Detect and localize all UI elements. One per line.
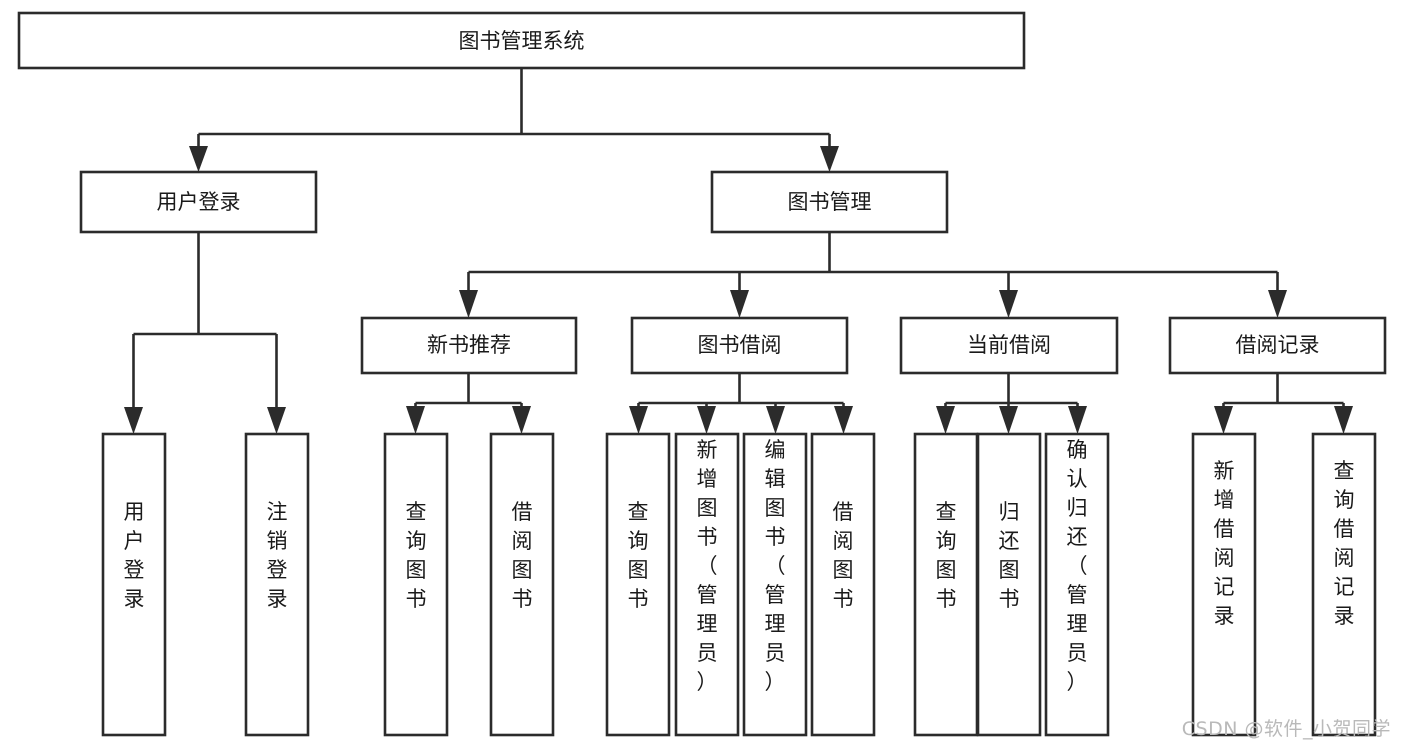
node-book-manage[interactable]: 图书管理	[710, 170, 949, 234]
node-leaf-add-record[interactable]: 新增借阅记录	[1191, 432, 1257, 737]
node-leaf-user-login[interactable]: 用户登录	[101, 432, 167, 737]
node-current-borrow[interactable]: 当前借阅	[899, 316, 1119, 375]
node-current-borrow-label: 当前借阅	[967, 333, 1051, 357]
node-leaf-return-book-label: 归还图书	[999, 500, 1020, 611]
arrow-head-leaf-query-book-2	[629, 406, 648, 434]
node-book-borrow[interactable]: 图书借阅	[630, 316, 849, 375]
arrow-head-book-manage	[820, 146, 839, 172]
node-leaf-query-book-1-label: 查询图书	[406, 500, 427, 611]
node-new-book-recommend[interactable]: 新书推荐	[360, 316, 578, 375]
arrow-head-leaf-add-book	[697, 406, 716, 434]
node-leaf-add-book[interactable]: 新增图书（管理员）	[674, 432, 740, 737]
node-user-login-box[interactable]	[79, 170, 318, 234]
node-leaf-user-login-box[interactable]	[101, 432, 167, 737]
arrow-head-leaf-user-logout	[267, 407, 286, 434]
node-leaf-user-login-label: 用户登录	[124, 500, 145, 611]
node-leaf-query-record[interactable]: 查询借阅记录	[1311, 432, 1377, 737]
node-borrow-record[interactable]: 借阅记录	[1168, 316, 1387, 375]
node-leaf-query-book-1[interactable]: 查询图书	[383, 432, 449, 737]
arrow-head-leaf-query-book-1	[406, 406, 425, 434]
node-leaf-edit-book-box[interactable]	[742, 432, 808, 737]
node-leaf-borrow-book-2[interactable]: 借阅图书	[810, 432, 876, 737]
arrow-head-current-borrow	[999, 290, 1018, 318]
node-leaf-query-book-2[interactable]: 查询图书	[605, 432, 671, 737]
arrow-head-book-borrow	[730, 290, 749, 318]
node-leaf-return-book-box[interactable]	[976, 432, 1042, 737]
node-root-box[interactable]	[17, 11, 1026, 70]
node-leaf-borrow-book-2-box[interactable]	[810, 432, 876, 737]
node-leaf-query-book-3-label: 查询图书	[936, 500, 957, 611]
node-book-borrow-label: 图书借阅	[698, 333, 782, 357]
node-current-borrow-box[interactable]	[899, 316, 1119, 375]
node-leaf-borrow-book-1[interactable]: 借阅图书	[489, 432, 555, 737]
node-leaf-user-logout-box[interactable]	[244, 432, 310, 737]
node-leaf-query-record-label: 查询借阅记录	[1334, 459, 1355, 628]
node-new-book-recommend-label: 新书推荐	[427, 333, 511, 357]
node-borrow-record-label: 借阅记录	[1236, 333, 1320, 357]
node-leaf-return-book[interactable]: 归还图书	[976, 432, 1042, 737]
arrow-head-leaf-query-record	[1334, 406, 1353, 434]
node-leaf-query-book-2-box[interactable]	[605, 432, 671, 737]
arrow-head-leaf-borrow-book-2	[834, 406, 853, 434]
node-leaf-add-book-box[interactable]	[674, 432, 740, 737]
node-new-book-recommend-box[interactable]	[360, 316, 578, 375]
arrow-head-leaf-confirm-return	[1068, 406, 1087, 434]
node-leaf-borrow-book-1-box[interactable]	[489, 432, 555, 737]
node-user-login-label: 用户登录	[157, 190, 241, 214]
node-leaf-add-record-box[interactable]	[1191, 432, 1257, 737]
connector-layer	[124, 68, 1353, 434]
node-leaf-confirm-return[interactable]: 确认归还（管理员）	[1044, 432, 1110, 737]
node-leaf-confirm-return-label: 确认归还（管理员）	[1067, 438, 1088, 694]
arrow-head-leaf-query-book-3	[936, 406, 955, 434]
node-leaf-user-logout[interactable]: 注销登录	[244, 432, 310, 737]
node-leaf-query-book-3[interactable]: 查询图书	[913, 432, 979, 737]
node-book-manage-box[interactable]	[710, 170, 949, 234]
node-leaf-add-book-label: 新增图书（管理员）	[697, 438, 718, 694]
csdn-watermark: CSDN @软件_小贺同学	[1181, 718, 1391, 740]
node-leaf-user-logout-label: 注销登录	[267, 500, 288, 611]
node-leaf-confirm-return-box[interactable]	[1044, 432, 1110, 737]
arrow-head-new-book-recommend	[459, 290, 478, 318]
node-leaf-add-record-label: 新增借阅记录	[1214, 459, 1235, 628]
node-leaf-borrow-book-1-label: 借阅图书	[512, 500, 533, 611]
node-leaf-borrow-book-2-label: 借阅图书	[833, 500, 854, 611]
node-root[interactable]: 图书管理系统	[17, 11, 1026, 70]
node-leaf-query-book-3-box[interactable]	[913, 432, 979, 737]
arrow-head-leaf-borrow-book-1	[512, 406, 531, 434]
node-user-login[interactable]: 用户登录	[79, 170, 318, 234]
arrow-head-leaf-user-login	[124, 407, 143, 434]
node-root-label: 图书管理系统	[459, 29, 585, 53]
node-leaf-query-book-1-box[interactable]	[383, 432, 449, 737]
node-leaf-query-book-2-label: 查询图书	[628, 500, 649, 611]
arrow-head-leaf-return-book	[999, 406, 1018, 434]
arrow-head-borrow-record	[1268, 290, 1287, 318]
node-leaf-edit-book-label: 编辑图书（管理员）	[765, 438, 786, 694]
node-book-borrow-box[interactable]	[630, 316, 849, 375]
node-borrow-record-box[interactable]	[1168, 316, 1387, 375]
arrow-head-leaf-edit-book	[766, 406, 785, 434]
arrow-head-leaf-add-record	[1214, 406, 1233, 434]
node-leaf-edit-book[interactable]: 编辑图书（管理员）	[742, 432, 808, 737]
arrow-head-user-login	[189, 146, 208, 172]
node-leaf-query-record-box[interactable]	[1311, 432, 1377, 737]
node-book-manage-label: 图书管理	[788, 190, 872, 214]
